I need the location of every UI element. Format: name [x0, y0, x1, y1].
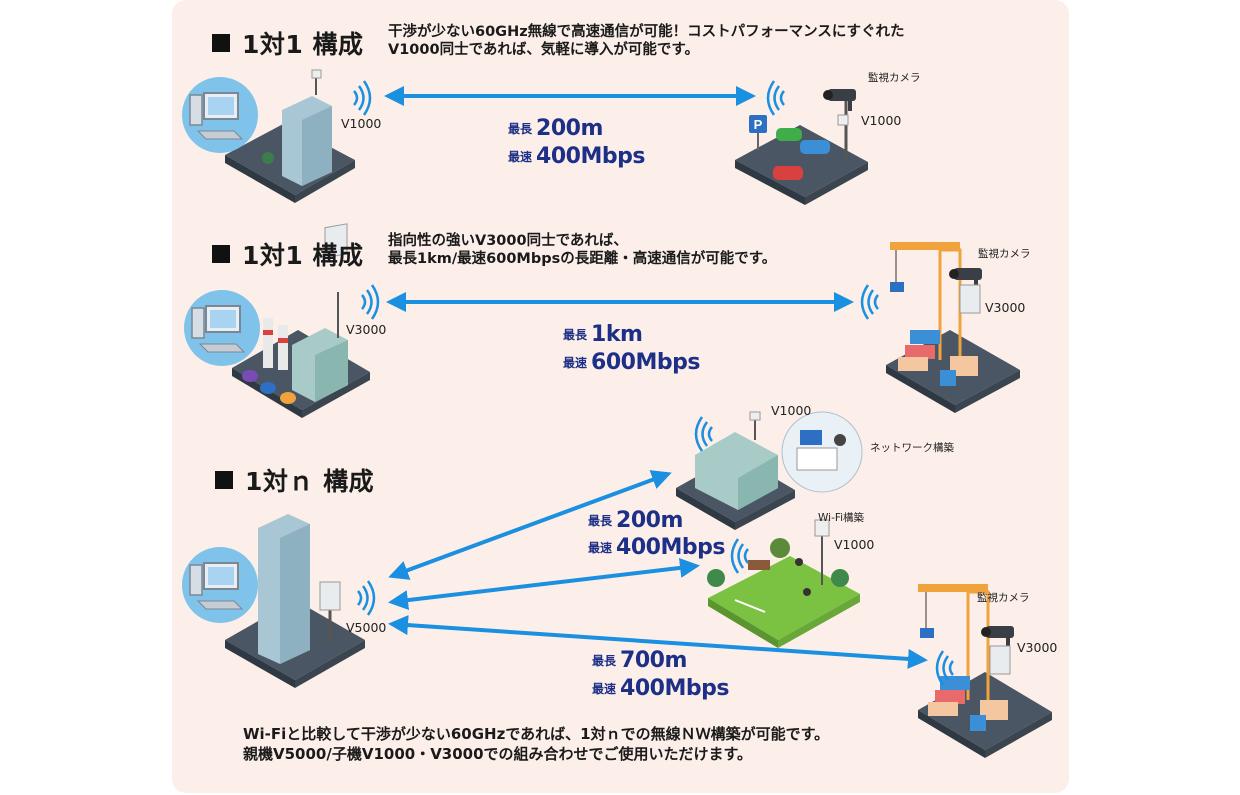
wireless-signal-icon	[694, 415, 714, 453]
scene-parking: P	[735, 89, 868, 205]
spec-key: 最速	[508, 150, 533, 164]
heading-text: 1対ｎ 構成	[245, 467, 375, 496]
scene-port-1	[886, 242, 1020, 413]
scene-building-network	[676, 411, 863, 530]
pc-icon	[181, 546, 259, 624]
device-label: V1000	[341, 116, 382, 131]
heading-text: 1対1 構成	[242, 30, 364, 59]
caption-label: 監視カメラ	[978, 248, 1031, 260]
section-heading: 1対ｎ 構成	[215, 462, 374, 498]
square-bullet-icon	[215, 471, 233, 489]
spec-key: 最長	[508, 122, 533, 136]
spec-key: 最長	[563, 328, 588, 342]
spec-value: 600Mbps	[591, 350, 700, 375]
link-arrow-3c	[388, 615, 928, 669]
spec-key: 最長	[588, 514, 613, 528]
spec-value: 200m	[536, 116, 603, 141]
device-label: V5000	[346, 620, 387, 635]
spec-value: 400Mbps	[620, 676, 729, 701]
link-arrow-3b	[388, 557, 700, 611]
section-heading: 1対1 構成	[212, 25, 364, 61]
footer-note: Wi-Fiと比較して干渉が少ない60GHzであれば、1対ｎでの無線ＮＷ構築が可能…	[243, 724, 829, 764]
parking-sign: P	[754, 117, 763, 132]
spec-value: 700m	[620, 648, 687, 673]
spec-key: 最速	[563, 356, 588, 370]
footer-line: 親機V5000/子機V1000・V3000での組み合わせでご使用いただけます。	[243, 745, 753, 763]
spec-value: 200m	[616, 508, 683, 533]
description-line: 指向性の強いV3000同士であれば、	[388, 233, 628, 249]
device-label: V1000	[771, 403, 812, 418]
wireless-signal-icon	[356, 579, 376, 617]
scene-office-2	[225, 514, 365, 688]
spec-value: 400Mbps	[536, 144, 645, 169]
device-label: V1000	[861, 113, 902, 128]
pc-icon	[183, 289, 261, 367]
caption-label: ネットワーク構築	[870, 442, 954, 454]
caption-label: 監視カメラ	[977, 592, 1030, 604]
device-label: V1000	[834, 537, 875, 552]
wireless-signal-icon	[360, 283, 380, 321]
section-heading: 1対1 構成	[212, 236, 364, 272]
spec-key: 最長	[592, 654, 617, 668]
section-description: 指向性の強いV3000同士であれば、 最長1km/最速600Mbpsの長距離・高…	[388, 232, 776, 268]
wireless-signal-icon	[730, 537, 750, 575]
square-bullet-icon	[212, 245, 230, 263]
description-line: V1000同士であれば、気軽に導入が可能です。	[388, 42, 699, 58]
caption-label: Wi-Fi構築	[818, 512, 865, 524]
device-label: V3000	[985, 300, 1026, 315]
wireless-signal-icon	[766, 79, 786, 117]
spec-key: 最速	[592, 682, 617, 696]
wireless-signal-icon	[860, 283, 880, 321]
device-label: V3000	[346, 322, 387, 337]
scene-factory	[232, 223, 370, 418]
scene-park	[707, 519, 860, 648]
spec-key: 最速	[588, 541, 613, 555]
description-line: 干渉が少ない60GHz無線で高速通信が可能！コストパフォーマンスにすぐれた	[388, 24, 905, 40]
square-bullet-icon	[212, 34, 230, 52]
heading-text: 1対1 構成	[242, 241, 364, 270]
scene-port-2	[918, 584, 1052, 758]
scene-office-1	[225, 69, 355, 203]
footer-line: Wi-Fiと比較して干渉が少ない60GHzであれば、1対ｎでの無線ＮＷ構築が可能…	[243, 725, 830, 743]
section-description: 干渉が少ない60GHz無線で高速通信が可能！コストパフォーマンスにすぐれた V1…	[388, 23, 905, 59]
wireless-signal-icon	[352, 79, 372, 117]
device-label: V3000	[1017, 640, 1058, 655]
pc-icon	[181, 76, 259, 154]
spec-value: 400Mbps	[616, 535, 725, 560]
description-line: 最長1km/最速600Mbpsの長距離・高速通信が可能です。	[388, 251, 777, 267]
caption-label: 監視カメラ	[868, 72, 921, 84]
spec-value: 1km	[591, 322, 643, 347]
